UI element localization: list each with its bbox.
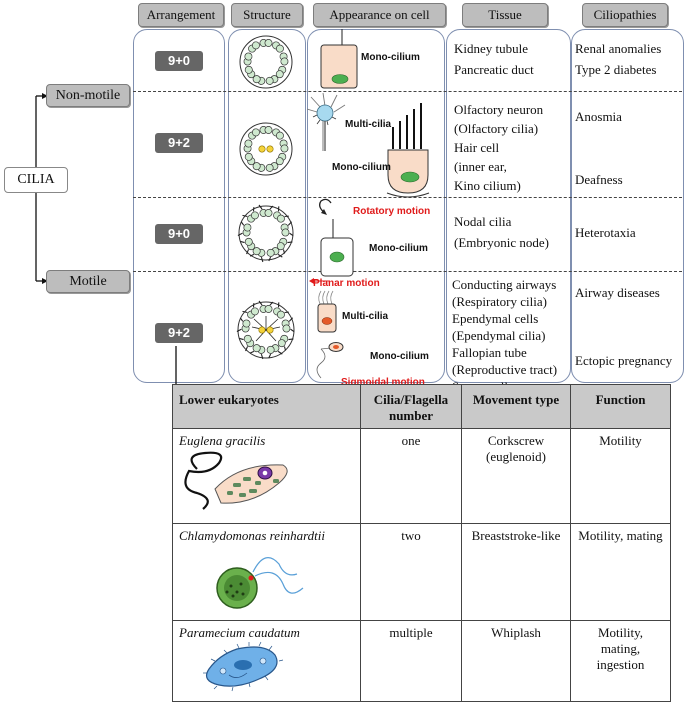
column-arrangement — [133, 29, 225, 383]
appearance-label: Mono-cilium — [361, 52, 420, 63]
tissue-list: Conducting airways(Respiratory cilia) Ep… — [452, 277, 558, 394]
arrangement-badge: 9+2 — [155, 323, 203, 343]
ciliopathy: Anosmia — [575, 109, 622, 124]
function-cell: Motility, mating — [570, 523, 671, 621]
header-arrangement: Arrangement — [138, 3, 224, 27]
motion-label: Planar motion — [313, 278, 380, 289]
euglena-icon — [184, 451, 288, 510]
header-tissue: Tissue — [462, 3, 548, 27]
table-row: Paramecium caudatum multiple Whiplash Mo… — [172, 620, 671, 702]
organism-cell: Paramecium caudatum — [172, 620, 361, 702]
appearance-label: Multi-cilia — [345, 119, 392, 130]
sperm-cell-icon — [316, 342, 344, 379]
chlamydomonas-icon — [216, 557, 304, 609]
cilia-root-box: CILIA — [4, 167, 68, 193]
ciliopathy: Deafness — [575, 172, 623, 187]
movement-cell: Corkscrew (euglenoid) — [461, 428, 571, 524]
table-header: Lower eukaryotes — [172, 384, 361, 429]
rotatory-cilium-icon — [319, 198, 354, 277]
row-divider — [133, 271, 682, 272]
table-header: Cilia/Flagella number — [360, 384, 462, 429]
arrangement-badge: 9+0 — [155, 51, 203, 71]
table-header: Movement type — [461, 384, 571, 429]
cell-mono-cilium-icon — [320, 29, 358, 89]
table-row: Chlamydomonas reinhardtii two Breaststro… — [172, 523, 671, 621]
table-row: Euglena gracilis one Corkscrew (euglenoi… — [172, 428, 671, 524]
appearance-diagrams — [307, 29, 430, 379]
column-appearance — [307, 29, 445, 383]
arrangement-badge: 9+0 — [155, 224, 203, 244]
organism-cell: Euglena gracilis — [172, 428, 361, 524]
arrangement-badge: 9+2 — [155, 133, 203, 153]
appearance-label: Mono-cilium — [332, 162, 391, 173]
column-tissue — [446, 29, 571, 383]
axoneme-9-2-icon — [236, 300, 296, 360]
lower-eukaryotes-table: Lower eukaryotes Cilia/Flagella number M… — [172, 384, 671, 702]
motile-box: Motile — [46, 270, 130, 293]
number-cell: one — [360, 428, 462, 524]
tissue-list: Olfactory neuron(Olfactory cilia) Hair c… — [454, 102, 544, 193]
multi-cilia-cell-icon — [309, 278, 337, 333]
movement-cell: Whiplash — [461, 620, 571, 702]
axoneme-9-0-icon — [237, 204, 295, 263]
number-cell: multiple — [360, 620, 462, 702]
column-structure — [228, 29, 306, 383]
header-structure: Structure — [231, 3, 303, 27]
row-divider — [133, 197, 682, 198]
motion-label: Rotatory motion — [353, 206, 431, 217]
axoneme-9-2-icon — [239, 122, 293, 176]
function-cell: Motility, mating, ingestion — [570, 620, 671, 702]
ciliopathy: Heterotaxia — [575, 225, 636, 240]
column-ciliopathies — [571, 29, 684, 383]
structure-diagrams — [236, 35, 296, 360]
ciliopathy: Airway diseases — [575, 285, 660, 300]
row-divider — [133, 91, 682, 92]
olfactory-neuron-icon — [307, 92, 346, 151]
number-cell: two — [360, 523, 462, 621]
paramecium-icon — [203, 641, 284, 692]
header-ciliopathies: Ciliopathies — [582, 3, 668, 27]
organism-cell: Chlamydomonas reinhardtii — [172, 523, 361, 621]
appearance-label: Mono-cilium — [370, 351, 429, 362]
tissue-list: Nodal cilia(Embryonic node) — [454, 214, 549, 250]
table-header: Function — [570, 384, 671, 429]
header-appearance: Appearance on cell — [313, 3, 446, 27]
axoneme-9-0-icon — [239, 35, 293, 89]
function-cell: Motility — [570, 428, 671, 524]
ciliopathy: Ectopic pregnancy — [575, 353, 673, 368]
non-motile-box: Non-motile — [46, 84, 130, 107]
movement-cell: Breaststroke-like — [461, 523, 571, 621]
hair-cell-icon — [386, 103, 430, 198]
appearance-label: Mono-cilium — [369, 243, 428, 254]
appearance-label: Multi-cilia — [342, 311, 389, 322]
motion-label: Sigmoidal motion — [341, 377, 425, 388]
